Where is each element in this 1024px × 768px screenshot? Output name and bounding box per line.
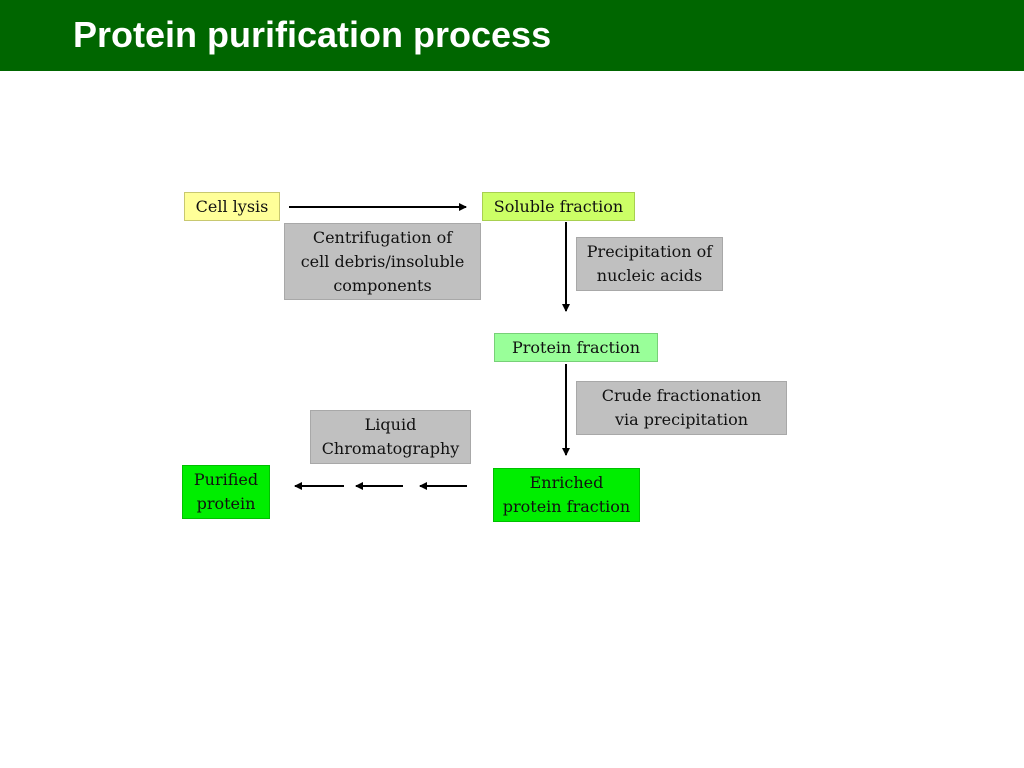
node-soluble-fraction: Soluble fraction — [482, 192, 635, 221]
step-liquid-chromatography: Liquid Chromatography — [310, 410, 471, 464]
step-precipitation-nucleic-acids: Precipitation of nucleic acids — [576, 237, 723, 291]
page-title: Protein purification process — [73, 14, 552, 55]
title-bar: Protein purification process — [0, 0, 1024, 71]
step-crude-fractionation: Crude fractionation via precipitation — [576, 381, 787, 435]
node-purified-protein: Purified protein — [182, 465, 270, 519]
step-centrifugation: Centrifugation of cell debris/insoluble … — [284, 223, 481, 300]
node-enriched-protein-fraction: Enriched protein fraction — [493, 468, 640, 522]
node-protein-fraction: Protein fraction — [494, 333, 658, 362]
node-cell-lysis: Cell lysis — [184, 192, 280, 221]
